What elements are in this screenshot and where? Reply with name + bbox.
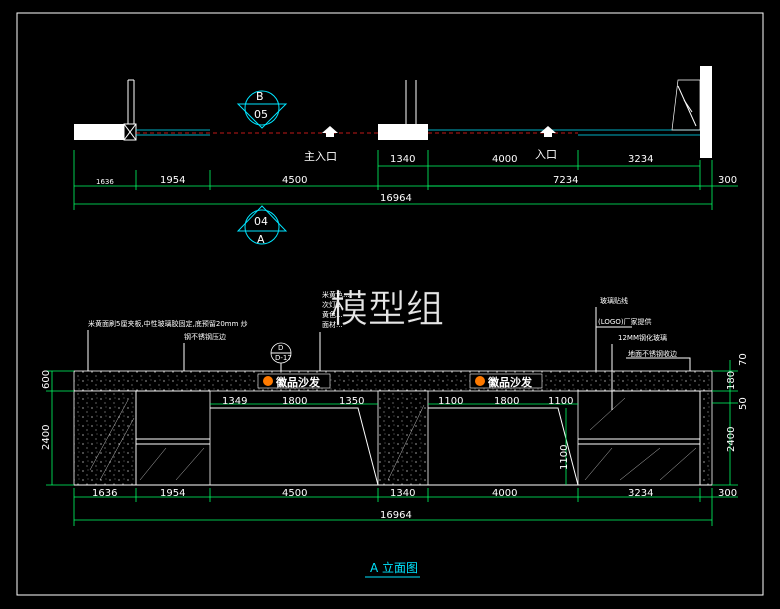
- brand-text-right: 徽品沙发: [487, 375, 533, 389]
- drawing-title: A 立面图: [370, 560, 418, 575]
- right-vdim-50: 50: [738, 397, 749, 410]
- pillar-middle: [377, 390, 429, 486]
- note-center-0: 米黄色...: [322, 290, 350, 299]
- elev-dim-3: 1340: [390, 488, 415, 499]
- marker-05-number: 05: [254, 108, 268, 121]
- right-vdim-70: 70: [738, 353, 749, 366]
- plan-dim-small: 1636: [96, 178, 114, 186]
- plan-label-entrance: 入口: [535, 148, 557, 161]
- elev-dim-1: 1954: [160, 488, 185, 499]
- brand-sign-left: 徽品沙发: [257, 373, 331, 389]
- marker-a-letter: A: [257, 233, 265, 246]
- note-right-2: 12MM钢化玻璃: [618, 333, 667, 342]
- left-vdim-2400: 2400: [41, 425, 52, 450]
- plan-wall-right: [700, 66, 712, 158]
- notes-right: 玻璃贴线 (LOGO)厂家提供 12MM钢化玻璃 地面不锈钢收边: [595, 296, 691, 410]
- elev-dim-4: 4000: [492, 488, 517, 499]
- plan-dim-7234: 7234: [553, 175, 578, 186]
- entrance-arrow-main: [322, 126, 338, 133]
- note-center-3: 面材...: [322, 320, 343, 329]
- plan-dimensions: 1636 1954 4500 1340 4000 3234 7234 300 1…: [73, 150, 738, 210]
- plan-dim-total: 16964: [380, 193, 412, 204]
- inner-dim-1: 1800: [282, 396, 307, 407]
- plan-wall-left: [74, 124, 124, 140]
- elevation-dimensions: 1636 1954 4500 1340 4000 3234 300 16964: [73, 488, 738, 526]
- fascia-band: [73, 370, 713, 392]
- plan-dim-4500: 4500: [282, 175, 307, 186]
- plan-dim-1954: 1954: [160, 175, 185, 186]
- note-center-2: 黄色...: [322, 310, 343, 319]
- note-center-1: 次灯...: [322, 300, 343, 309]
- entrance-arrow-secondary: [540, 126, 556, 133]
- inner-dim-2: 1350: [339, 396, 364, 407]
- note-left-1: 钢不锈钢压边: [184, 332, 226, 341]
- left-vdim-600: 600: [41, 370, 52, 389]
- inner-dimensions: 1349 1800 1350 1100 1800 1100 1100: [210, 396, 578, 485]
- brand-text-left: 徽品沙发: [275, 375, 321, 389]
- elev-dim-2: 4500: [282, 488, 307, 499]
- section-marker-04a: 04 A: [236, 205, 288, 246]
- elevation-view: 徽品沙发 徽品沙发: [41, 290, 749, 578]
- note-right-1: (LOGO)厂家提供: [598, 317, 652, 326]
- right-vdim-2400: 2400: [726, 427, 737, 452]
- elev-dim-6: 300: [718, 488, 737, 499]
- brand-sign-right: 徽品沙发: [469, 373, 543, 389]
- inner-dim-0: 1349: [222, 396, 247, 407]
- right-vdim-180: 180: [726, 371, 737, 390]
- note-right-0: 玻璃贴线: [600, 296, 628, 305]
- elev-dim-total: 16964: [380, 510, 412, 521]
- plan-dim-1340: 1340: [390, 154, 415, 165]
- note-right-3: 地面不锈钢收边: [628, 349, 677, 358]
- plan-dim-4000: 4000: [492, 154, 517, 165]
- plan-wall-middle: [378, 124, 428, 140]
- right-vertical-dims: 70 180 50 2400: [712, 353, 749, 486]
- display-right: [577, 390, 701, 486]
- notes-left: 米黄面刷5厘夹板,中性玻璃胶固定,底预留20mm 炒 钢不锈钢压边: [87, 319, 248, 371]
- elev-dim-0: 1636: [92, 488, 117, 499]
- drawing-frame: [16, 12, 764, 596]
- note-left-0: 米黄面刷5厘夹板,中性玻璃胶固定,底预留20mm 炒: [88, 319, 248, 328]
- marker-04-number: 04: [254, 215, 268, 228]
- plan-dim-300: 300: [718, 175, 737, 186]
- detail-marker-bottom: D-17: [275, 354, 292, 362]
- inner-dim-4: 1800: [494, 396, 519, 407]
- elev-dim-5: 3234: [628, 488, 653, 499]
- detail-marker: D D-17: [270, 342, 292, 371]
- inner-dim-vertical: 1100: [559, 445, 570, 470]
- watermark: 模型组: [330, 287, 444, 331]
- section-marker-b05: B 05: [236, 90, 288, 129]
- plan-label-main-entrance: 主入口: [304, 150, 337, 163]
- pillar-right: [699, 390, 713, 486]
- notes-center: 米黄色... 次灯... 黄色... 面材...: [319, 290, 350, 371]
- left-vertical-dims: 600 2400: [41, 370, 74, 486]
- inner-dim-5: 1100: [548, 396, 573, 407]
- plan-dim-3234: 3234: [628, 154, 653, 165]
- detail-marker-top: D: [278, 344, 283, 352]
- inner-dim-3: 1100: [438, 396, 463, 407]
- plan-view: 主入口 入口 1636 1954 4500 1340 4000 3234 723…: [73, 66, 738, 246]
- pillar-left: [73, 390, 137, 486]
- marker-b-letter: B: [256, 90, 264, 103]
